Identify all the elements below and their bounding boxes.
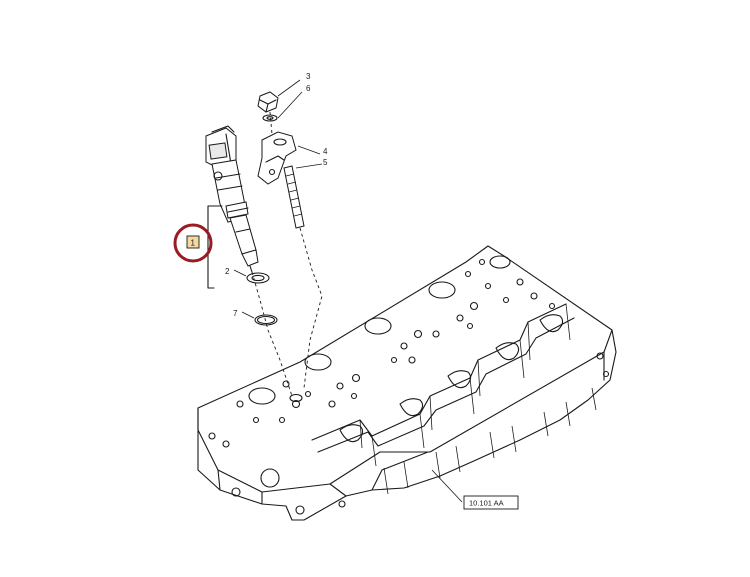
callout-1: 1 [191, 239, 196, 248]
highlight-ring [173, 223, 213, 263]
reference-tag-label: 10.101 AA [469, 499, 504, 508]
highlighted-callout-1[interactable]: 1 [173, 223, 213, 263]
reference-tag[interactable]: 10.101 AA [463, 495, 519, 510]
callout-7: 7 [233, 309, 238, 318]
callout-box [186, 235, 200, 249]
fuel-injector [205, 125, 259, 273]
callout-4: 4 [323, 147, 328, 156]
callout-labels: 3 6 4 5 2 7 [225, 72, 328, 318]
o-ring-seal [241, 311, 278, 326]
cylinder-head [197, 245, 617, 521]
callout-6: 6 [306, 84, 311, 93]
assembly-lines [251, 111, 323, 397]
clamp-screw [257, 79, 303, 122]
injector-washer [233, 269, 270, 284]
item-1-bracket [207, 205, 223, 289]
injector-clamp [257, 131, 321, 185]
callout-3: 3 [306, 72, 311, 81]
mounting-stud [283, 163, 323, 229]
callout-5: 5 [323, 158, 328, 167]
callout-2: 2 [225, 267, 230, 276]
reference-leader [431, 469, 463, 503]
reference-tag-box [463, 495, 519, 510]
